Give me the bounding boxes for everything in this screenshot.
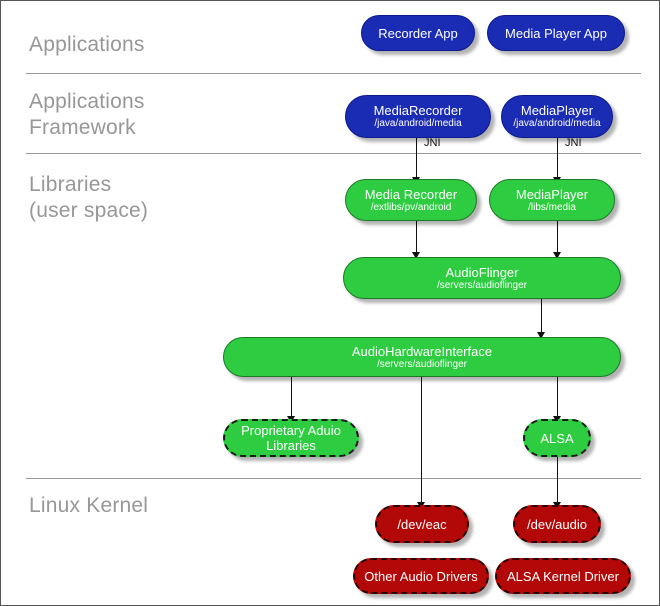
node-dev-audio-title: /dev/audio <box>527 516 587 532</box>
arrowhead-audioflinger-to-ahi <box>537 332 545 339</box>
node-media-player-app[interactable]: Media Player App <box>487 15 625 51</box>
node-audiohardwareinterface-path: /servers/audioflinger <box>376 358 468 370</box>
connector-mediarecorder-to-lib <box>416 138 417 180</box>
divider-framework <box>26 153 641 154</box>
node-dev-eac-title: /dev/eac <box>397 516 447 532</box>
connector-mediaplayer-to-lib <box>557 138 558 180</box>
node-mediaplayer-lib[interactable]: MediaPlayer /libs/media <box>489 179 615 221</box>
connector-label-jni-player: JNI <box>565 137 582 149</box>
layer-label-applications-framework: Applications Framework <box>29 90 145 139</box>
node-dev-audio[interactable]: /dev/audio <box>513 505 601 543</box>
node-other-audio-drivers[interactable]: Other Audio Drivers <box>353 558 489 594</box>
node-proprietary-audio-libraries[interactable]: Proprietary Aduio Libraries <box>223 419 359 457</box>
node-mediaplayer-framework-title: MediaPlayer <box>520 103 594 118</box>
connector-audioflinger-to-ahi <box>541 299 542 335</box>
node-mediaplayer-framework-path: /java/android/media <box>513 118 601 129</box>
connector-alsa-to-dev-audio <box>557 457 558 505</box>
node-audiohardwareinterface-title: AudioHardwareInterface <box>351 343 493 359</box>
node-mediaplayer-lib-path: /libs/media <box>528 201 576 213</box>
layer-label-libraries: Libraries (user space) <box>29 173 149 222</box>
node-proprietary-audio-libraries-title: Proprietary Aduio Libraries <box>241 423 341 453</box>
node-audioflinger-path: /servers/audioflinger <box>436 279 528 291</box>
connector-mediaplayerlib-to-audioflinger <box>557 221 558 255</box>
node-audioflinger-title: AudioFlinger <box>445 264 519 280</box>
node-alsa-kernel-driver-title: ALSA Kernel Driver <box>507 568 619 584</box>
node-mediarecorder-framework[interactable]: MediaRecorder /java/android/media <box>345 95 491 138</box>
node-audioflinger[interactable]: AudioFlinger /servers/audioflinger <box>343 257 621 299</box>
node-mediaplayer-lib-title: MediaPlayer <box>515 186 589 202</box>
node-other-audio-drivers-title: Other Audio Drivers <box>364 568 478 584</box>
connector-ahi-to-alsa <box>557 377 558 419</box>
connector-ahi-to-dev-eac <box>421 377 422 505</box>
node-media-recorder-lib-path: /extlibs/pv/android <box>370 201 452 213</box>
node-mediarecorder-framework-title: MediaRecorder <box>373 103 463 118</box>
connector-label-jni-recorder: JNI <box>424 137 441 149</box>
node-mediarecorder-framework-path: /java/android/media <box>374 118 462 129</box>
node-media-recorder-lib[interactable]: Media Recorder /extlibs/pv/android <box>345 179 477 221</box>
node-alsa-title: ALSA <box>540 430 574 446</box>
divider-applications <box>26 73 641 74</box>
layer-label-applications: Applications <box>29 33 145 56</box>
connector-ahi-to-proprietary <box>291 377 292 419</box>
node-media-player-app-title: Media Player App <box>505 25 607 41</box>
node-alsa-kernel-driver[interactable]: ALSA Kernel Driver <box>495 558 631 594</box>
node-dev-eac[interactable]: /dev/eac <box>375 505 469 543</box>
node-audiohardwareinterface[interactable]: AudioHardwareInterface /servers/audiofli… <box>223 337 621 377</box>
node-alsa[interactable]: ALSA <box>523 419 591 457</box>
arrowhead-mediaplayerlib-to-audioflinger <box>553 252 561 259</box>
connector-mediarecorderlib-to-audioflinger <box>416 221 417 255</box>
node-media-recorder-lib-title: Media Recorder <box>364 186 458 202</box>
layer-label-linux-kernel: Linux Kernel <box>29 494 149 517</box>
arrowhead-mediarecorderlib-to-audioflinger <box>412 252 420 259</box>
node-mediaplayer-framework[interactable]: MediaPlayer /java/android/media <box>501 95 613 138</box>
node-recorder-app-title: Recorder App <box>378 25 458 41</box>
divider-linux-kernel <box>26 478 641 479</box>
node-recorder-app[interactable]: Recorder App <box>361 15 475 51</box>
